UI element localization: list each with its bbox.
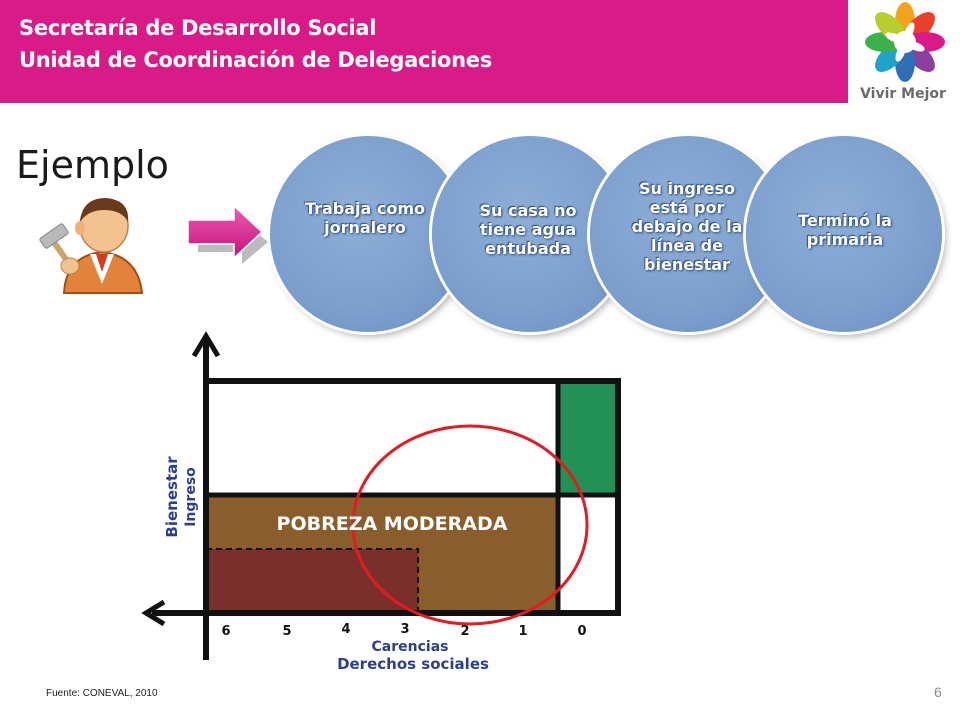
arrow-right-icon bbox=[187, 204, 268, 264]
worker-hammer-icon bbox=[39, 198, 144, 294]
x-axis-label-2: Derechos sociales bbox=[337, 655, 489, 673]
y-axis-label-2: Ingreso bbox=[183, 467, 199, 527]
header-line-1: Secretaría de Desarrollo Social bbox=[19, 16, 377, 40]
flower-logo-icon bbox=[865, 2, 945, 82]
circle-label-2: Su casa no tiene agua entubada bbox=[479, 201, 577, 258]
header-banner: Secretaría de Desarrollo Social Unidad d… bbox=[0, 0, 848, 103]
y-axis-label-1: Bienestar bbox=[163, 456, 181, 538]
vulnerable-income-region bbox=[558, 381, 618, 495]
condition-circle-4 bbox=[746, 136, 942, 332]
region-label: POBREZA MODERADA bbox=[277, 513, 508, 535]
header-line-2: Unidad de Coordinación de Delegaciones bbox=[19, 48, 492, 72]
x-tick: 4 bbox=[341, 622, 350, 637]
logo-text: Vivir Mejor bbox=[860, 86, 946, 102]
source-footnote: Fuente: CONEVAL, 2010 bbox=[46, 688, 158, 699]
x-tick: 1 bbox=[518, 624, 527, 639]
x-tick: 6 bbox=[221, 624, 230, 639]
logo bbox=[850, 0, 960, 112]
x-tick: 3 bbox=[400, 622, 409, 637]
x-tick: 0 bbox=[577, 624, 586, 639]
page-number: 6 bbox=[934, 684, 942, 700]
x-tick: 2 bbox=[460, 624, 469, 639]
moderate-poverty-region bbox=[206, 495, 558, 613]
page-title: Ejemplo bbox=[16, 143, 169, 187]
circle-label-4: Terminó la primaria bbox=[798, 211, 892, 249]
x-tick: 5 bbox=[282, 624, 291, 639]
circle-label-3: Su ingreso está por debajo de la línea d… bbox=[631, 179, 743, 274]
x-axis-label-1: Carencias bbox=[372, 639, 449, 655]
highlight-circle bbox=[351, 424, 589, 626]
extreme-poverty-region bbox=[206, 549, 418, 613]
circle-label-1: Trabaja como jornalero bbox=[304, 199, 426, 237]
